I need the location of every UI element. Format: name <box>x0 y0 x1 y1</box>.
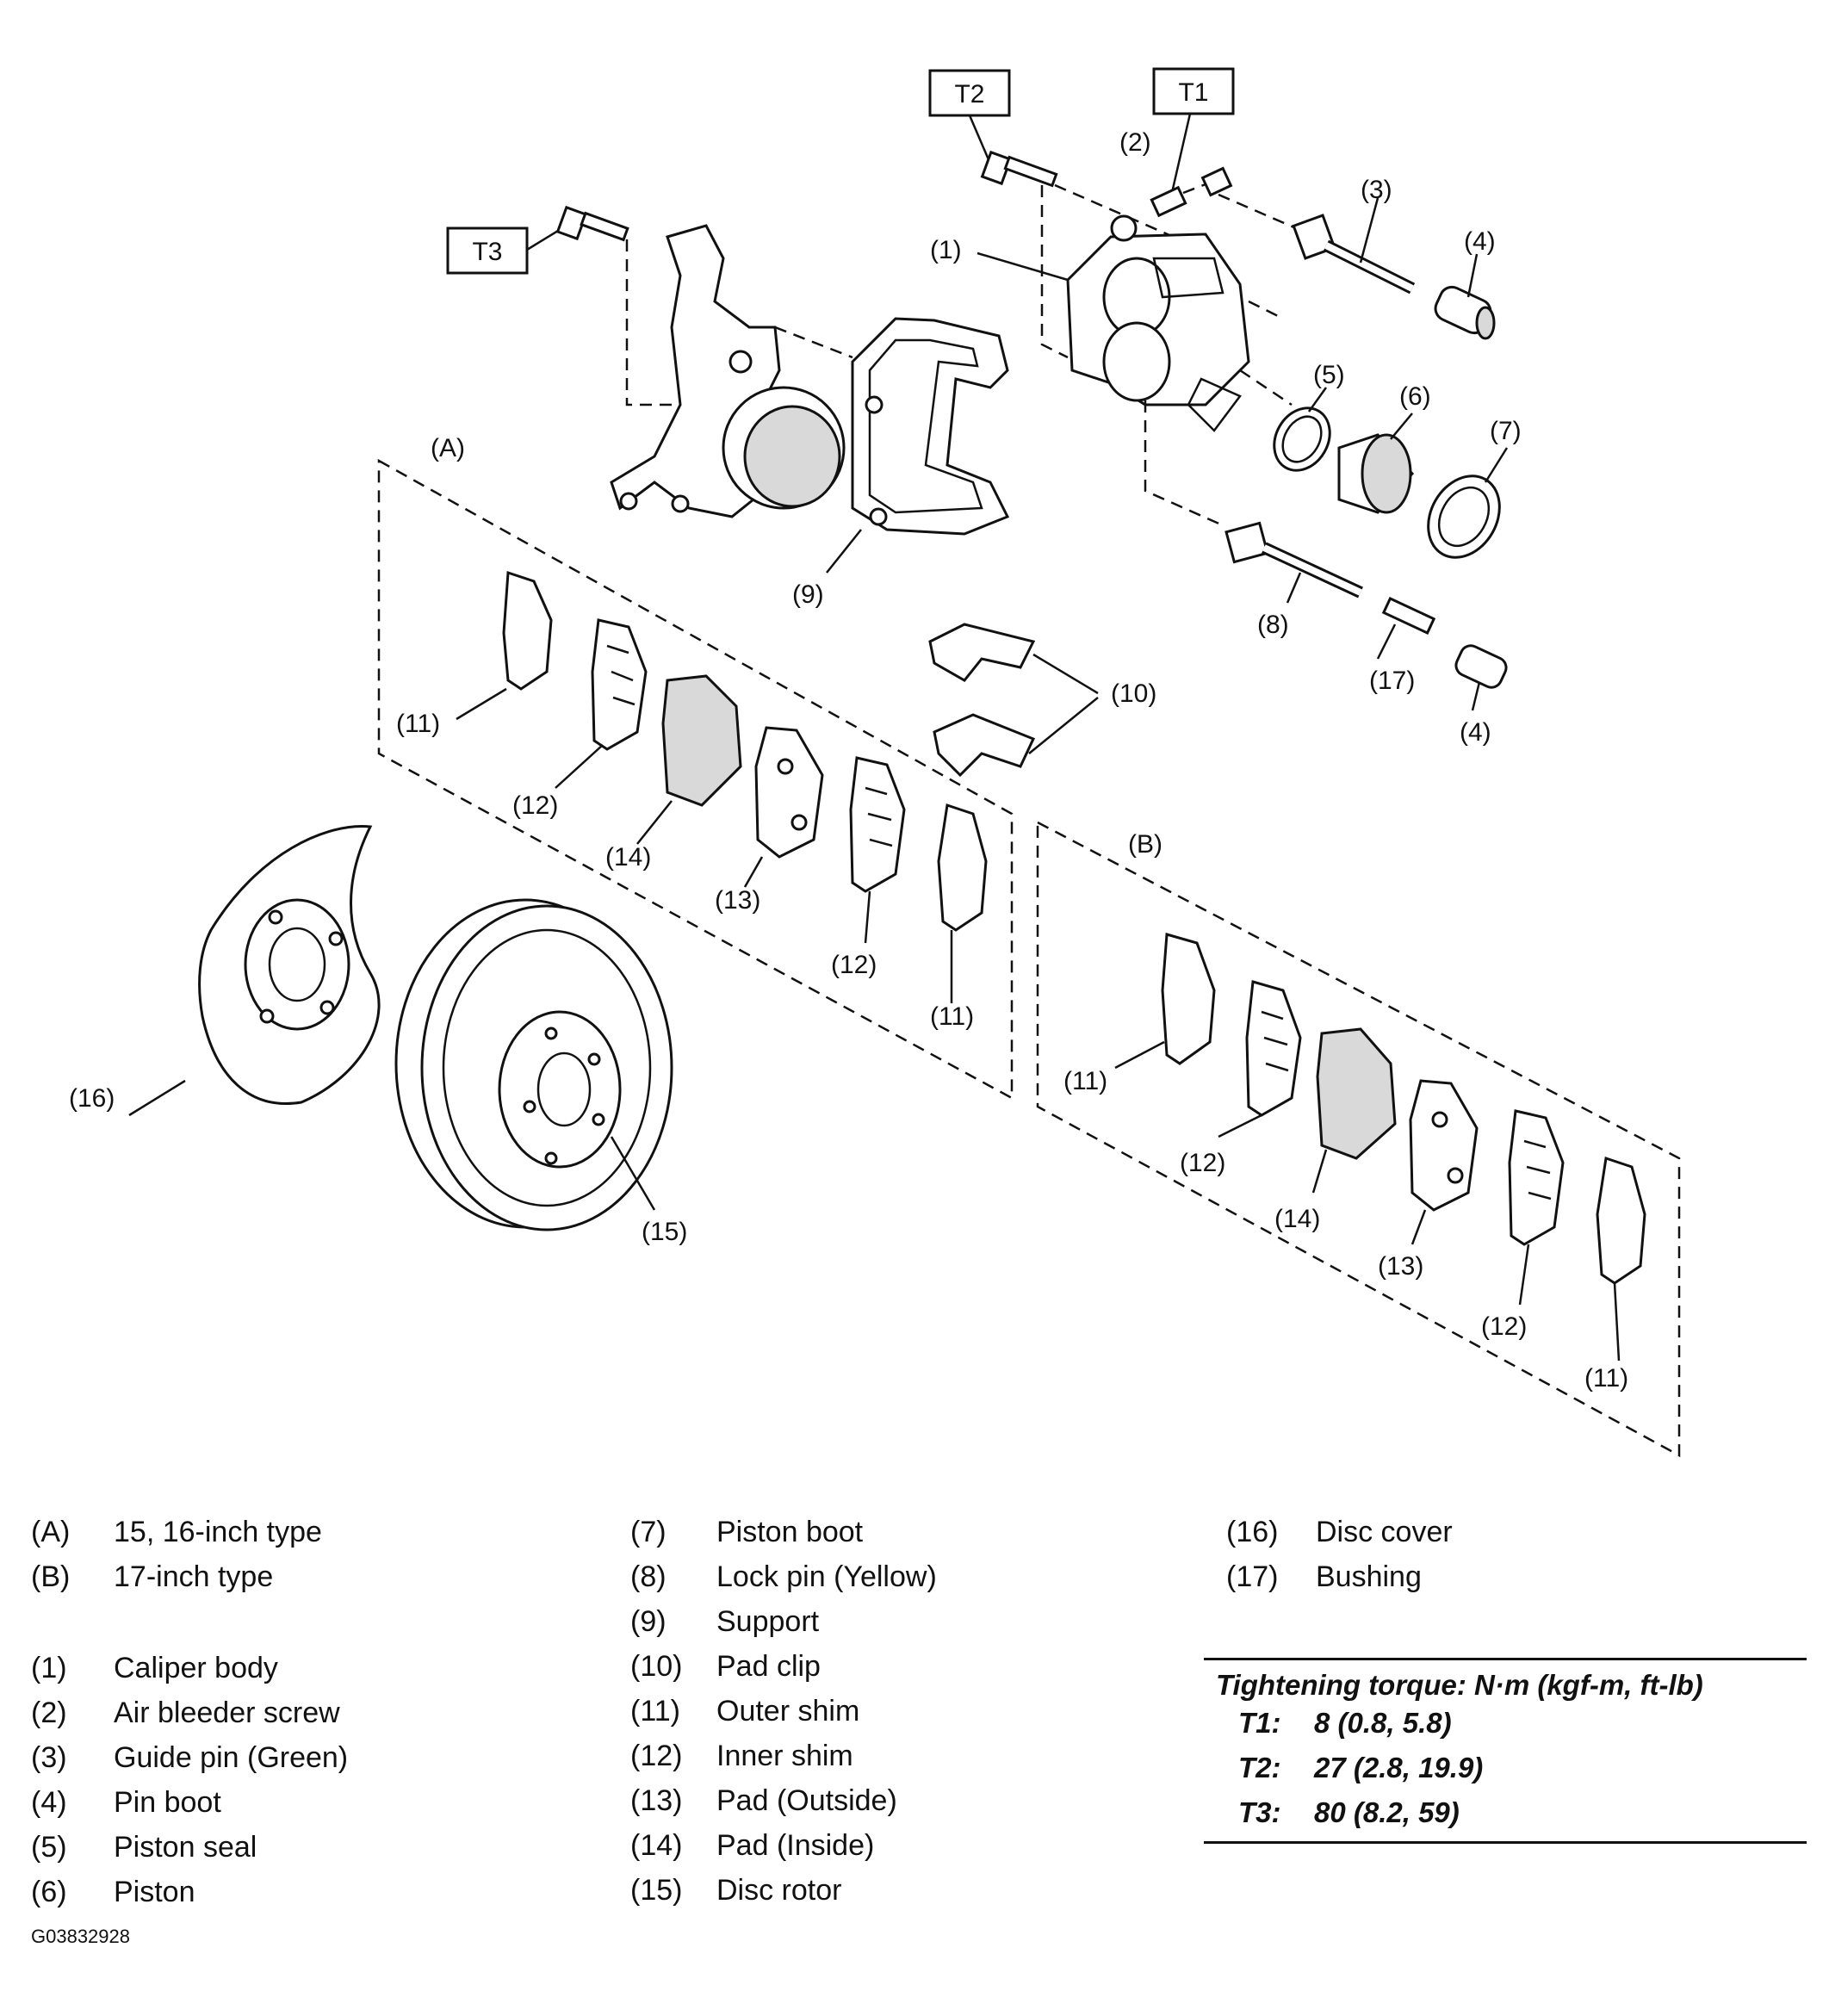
piston-seal <box>1273 406 1331 472</box>
callout-13-a: (13) <box>715 886 760 915</box>
piston-boot <box>1427 475 1501 559</box>
piston <box>1337 433 1415 514</box>
exploded-brake-diagram: T2 T1 T3 <box>69 67 1681 1458</box>
callout-16: (16) <box>69 1084 115 1113</box>
callout-5: (5) <box>1313 361 1345 389</box>
bushing <box>1381 597 1436 635</box>
steering-knuckle <box>610 224 853 518</box>
callout-13-b: (13) <box>1378 1252 1423 1281</box>
callout-9: (9) <box>792 580 824 609</box>
parts-legend: (A)15, 16-inch type (B)17-inch type (1)C… <box>0 1516 1829 1963</box>
guide-pin <box>1292 214 1416 295</box>
torque-tag-t2-label: T2 <box>954 80 984 109</box>
callout-4-lower: (4) <box>1460 718 1491 747</box>
callout-1: (1) <box>930 236 962 264</box>
callout-4-upper: (4) <box>1464 227 1496 256</box>
torque-heading: Tightening torque: N·m (kgf-m, ft-lb) <box>1216 1669 1703 1701</box>
torque-tag-t1-label: T1 <box>1178 78 1208 107</box>
torque-tag-t1: T1 <box>1152 67 1235 197</box>
bolt-t2 <box>980 150 1224 260</box>
air-bleeder-screw <box>1150 166 1233 218</box>
callout-12-b1: (12) <box>1180 1149 1225 1177</box>
region-b-parts <box>1161 933 1646 1285</box>
callout-11-b1: (11) <box>1063 1067 1107 1095</box>
callout-6: (6) <box>1399 382 1431 411</box>
lock-pin <box>1224 521 1363 599</box>
region-b-box <box>1036 820 1681 1458</box>
torque-top-rule <box>1204 1658 1807 1660</box>
callout-b: (B) <box>1128 830 1162 859</box>
disc-cover <box>128 825 381 1117</box>
figure-code: G03832928 <box>31 1926 130 1947</box>
torque-row-t1: T1:8 (0.8, 5.8) <box>1238 1707 1452 1739</box>
torque-tag-t2: T2 <box>928 69 1011 164</box>
torque-row-t3: T3:80 (8.2, 59) <box>1238 1796 1460 1828</box>
torque-row-t2: T2:27 (2.8, 19.9) <box>1238 1752 1484 1783</box>
torque-table: Tightening torque: N·m (kgf-m, ft-lb) T1… <box>1204 1658 1807 1844</box>
caliper-support <box>826 317 1010 574</box>
torque-tag-t3-label: T3 <box>472 238 502 266</box>
pin-boot-lower <box>1454 644 1508 689</box>
callout-14-a: (14) <box>605 843 651 872</box>
torque-bottom-rule <box>1204 1841 1807 1844</box>
region-a-parts <box>502 570 988 932</box>
callout-12-a2: (12) <box>831 951 877 979</box>
callout-2: (2) <box>1119 128 1151 157</box>
disc-rotor <box>394 898 673 1231</box>
callout-14-b: (14) <box>1274 1205 1320 1233</box>
pin-boot-upper <box>1434 285 1496 340</box>
callout-17: (17) <box>1369 667 1415 695</box>
pad-clips <box>928 623 1099 778</box>
callout-12-b2: (12) <box>1481 1312 1527 1341</box>
callout-11-a2: (11) <box>930 1002 974 1031</box>
callout-3: (3) <box>1361 176 1392 204</box>
callout-7: (7) <box>1490 417 1522 445</box>
callout-8: (8) <box>1257 611 1289 639</box>
callout-12-a1: (12) <box>512 791 558 820</box>
callout-a: (A) <box>431 434 465 462</box>
torque-tag-t3: T3 <box>446 226 559 275</box>
callout-11-b2: (11) <box>1584 1364 1628 1393</box>
caliper-body <box>1040 185 1297 527</box>
region-a-box <box>377 458 1014 1101</box>
callout-10: (10) <box>1111 679 1156 708</box>
callout-11-a1: (11) <box>396 710 440 738</box>
callout-15: (15) <box>642 1218 687 1246</box>
